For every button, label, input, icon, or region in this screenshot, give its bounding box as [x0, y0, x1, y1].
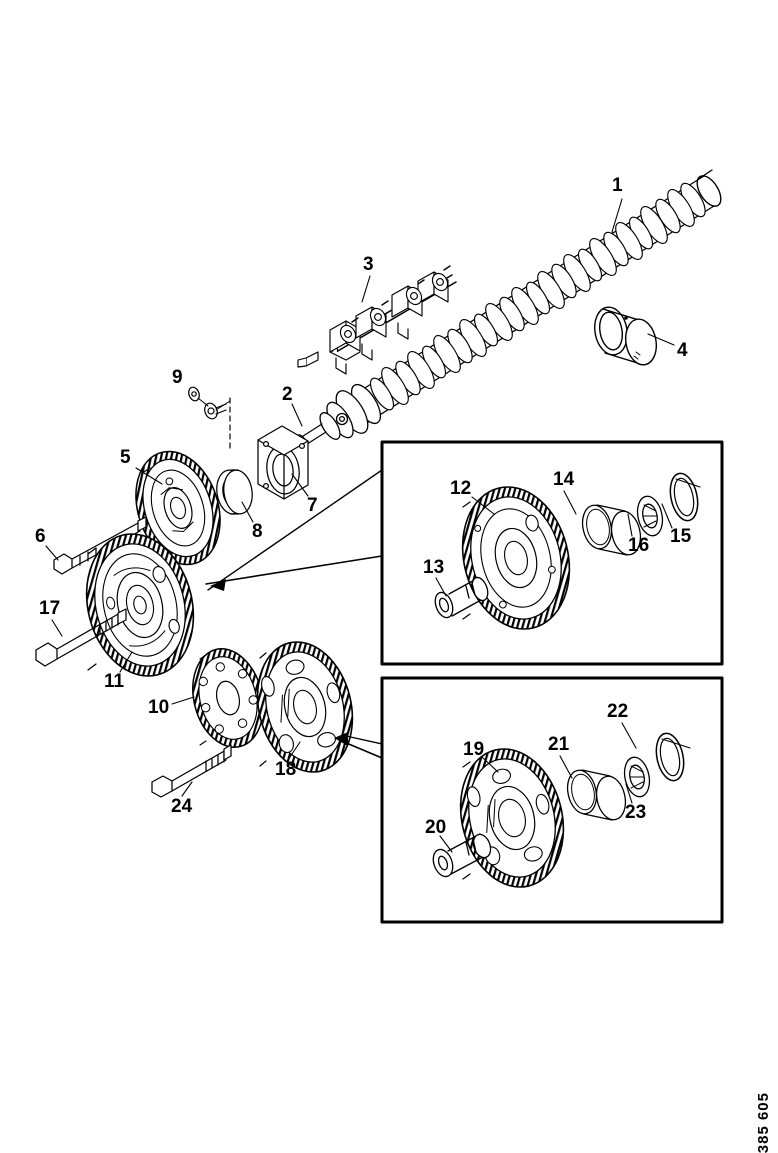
- long-bolt-part-17: [35, 608, 127, 667]
- callout-8: 8: [252, 521, 263, 542]
- callout-24: 24: [171, 796, 193, 817]
- callout-11: 11: [104, 671, 125, 692]
- callout-9: 9: [172, 367, 183, 388]
- inset-1-contents: [434, 472, 701, 630]
- camshaft-gear-part-5: [135, 450, 221, 566]
- callout-7: 7: [307, 495, 318, 516]
- thrust-plate-part-7: [257, 425, 309, 500]
- callout-16: 16: [628, 535, 650, 556]
- callout-4: 4: [677, 340, 688, 361]
- callout-22: 22: [607, 701, 629, 722]
- inset-2-contents: [432, 732, 691, 888]
- callout-13: 13: [423, 557, 445, 578]
- spacer-ring-part-8: [216, 469, 253, 515]
- callout-3: 3: [363, 254, 374, 275]
- callout-17: 17: [39, 598, 61, 619]
- callout-leaders: [45, 198, 675, 853]
- diagram-sheet: 1 2 3 4 5 6 7 8 9 10 11 12 13 14 15 16 1…: [35, 169, 772, 1153]
- callout-1: 1: [612, 175, 623, 196]
- callout-21: 21: [548, 734, 570, 755]
- oil-pump-drive-gear-part-18: [256, 641, 354, 773]
- shaft-bolt-part-24: [151, 744, 232, 798]
- callout-12: 12: [450, 478, 472, 499]
- dowel-link-line-2: [215, 400, 231, 411]
- dowel-screw-part-9: [188, 386, 227, 420]
- bearing-shell-part-4: [594, 306, 658, 366]
- callout-5: 5: [120, 447, 131, 468]
- inset-arrow-upper: [205, 469, 383, 591]
- callout-15: 15: [670, 526, 692, 547]
- callout-2: 2: [282, 384, 293, 405]
- crankshaft-gear-part-11: [85, 533, 195, 677]
- inset-arrow-lower: [334, 732, 383, 759]
- camshaft-part-1: [295, 169, 722, 450]
- callout-6: 6: [35, 526, 46, 547]
- rocker-shaft-part-3: [297, 265, 457, 375]
- diagram-artwork: [35, 169, 724, 924]
- callout-10: 10: [148, 697, 170, 718]
- callout-14: 14: [553, 469, 575, 490]
- callout-19: 19: [463, 739, 485, 760]
- callout-18: 18: [275, 759, 297, 780]
- callout-23: 23: [625, 802, 647, 823]
- idler-gear-plate-part-10: [192, 648, 264, 748]
- dowel-link-line: [197, 397, 209, 407]
- sheet-part-number: 385 605: [755, 1092, 772, 1153]
- callout-20: 20: [425, 817, 447, 838]
